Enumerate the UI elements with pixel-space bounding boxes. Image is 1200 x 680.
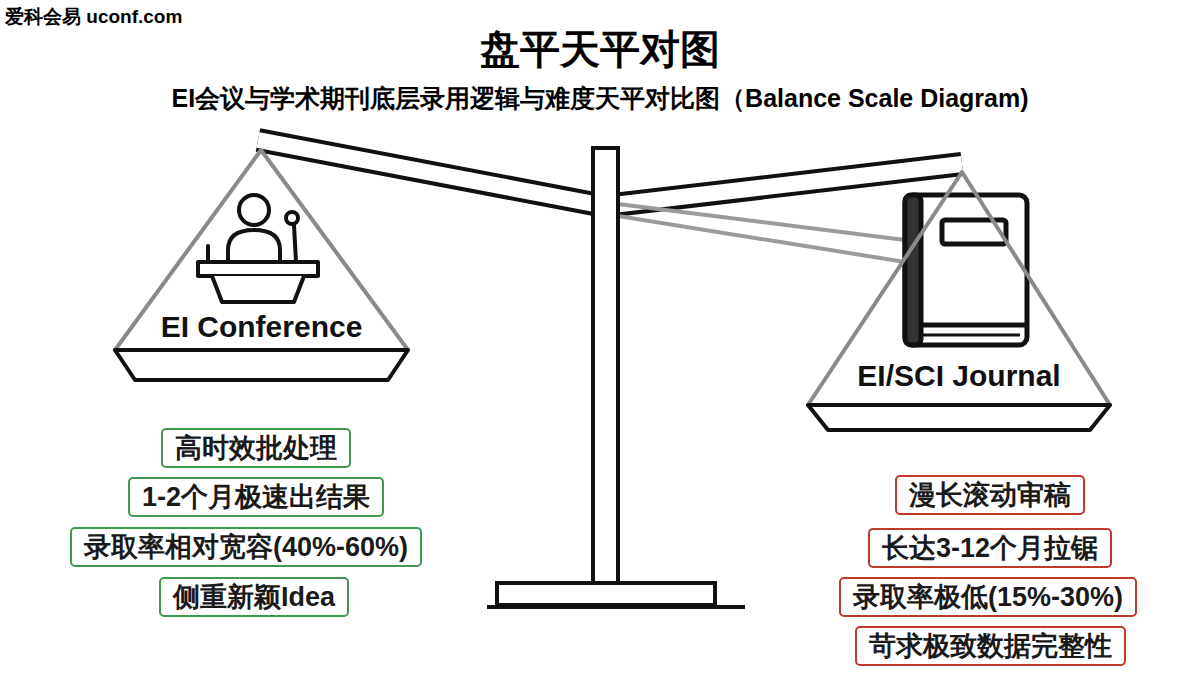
pan-label: EI Conference — [115, 310, 408, 344]
title: 盘平天平对图 — [480, 22, 720, 77]
scale-base — [497, 583, 715, 605]
feature-box: 1-2个月极速出结果 — [128, 477, 384, 517]
box-text: 高时效批处理 — [175, 430, 337, 466]
pan-outline — [115, 150, 408, 382]
box-text: 漫长滚动审稿 — [909, 477, 1071, 513]
box-text: 侧重新颖Idea — [173, 579, 335, 615]
feature-box: 侧重新颖Idea — [159, 577, 349, 617]
pan-outline — [808, 172, 1110, 432]
feature-box: 录取率相对宽容(40%-60%) — [70, 527, 422, 567]
pan-label: EI/SCI Journal — [808, 359, 1110, 393]
pan-dish — [808, 405, 1110, 430]
feature-box: 苛求极致数据完整性 — [855, 626, 1126, 666]
feature-box: 录取率极低(15%-30%) — [839, 577, 1137, 617]
scale-string — [618, 216, 905, 262]
feature-box: 长达3-12个月拉锯 — [868, 528, 1112, 568]
box-text: 苛求极致数据完整性 — [869, 628, 1112, 664]
pan-dish — [115, 350, 408, 380]
scale-post — [593, 148, 618, 584]
box-text: 1-2个月极速出结果 — [142, 479, 370, 515]
feature-box: 漫长滚动审稿 — [895, 475, 1085, 515]
watermark: 爱科会易 uconf.com — [5, 4, 182, 30]
ground-line — [487, 605, 745, 609]
pan-strings — [808, 172, 1110, 405]
scale-pan: EI/SCI Journal — [808, 172, 1110, 432]
feature-box: 高时效批处理 — [161, 428, 351, 468]
box-text: 录取率相对宽容(40%-60%) — [84, 529, 408, 565]
scale-pan: EI Conference — [115, 150, 408, 382]
subtitle: EI会议与学术期刊底层录用逻辑与难度天平对比图（Balance Scale Di… — [171, 82, 1028, 115]
box-text: 录取率极低(15%-30%) — [853, 579, 1123, 615]
box-text: 长达3-12个月拉锯 — [882, 530, 1098, 566]
book-icon — [905, 195, 1027, 345]
pan-strings — [115, 150, 408, 350]
